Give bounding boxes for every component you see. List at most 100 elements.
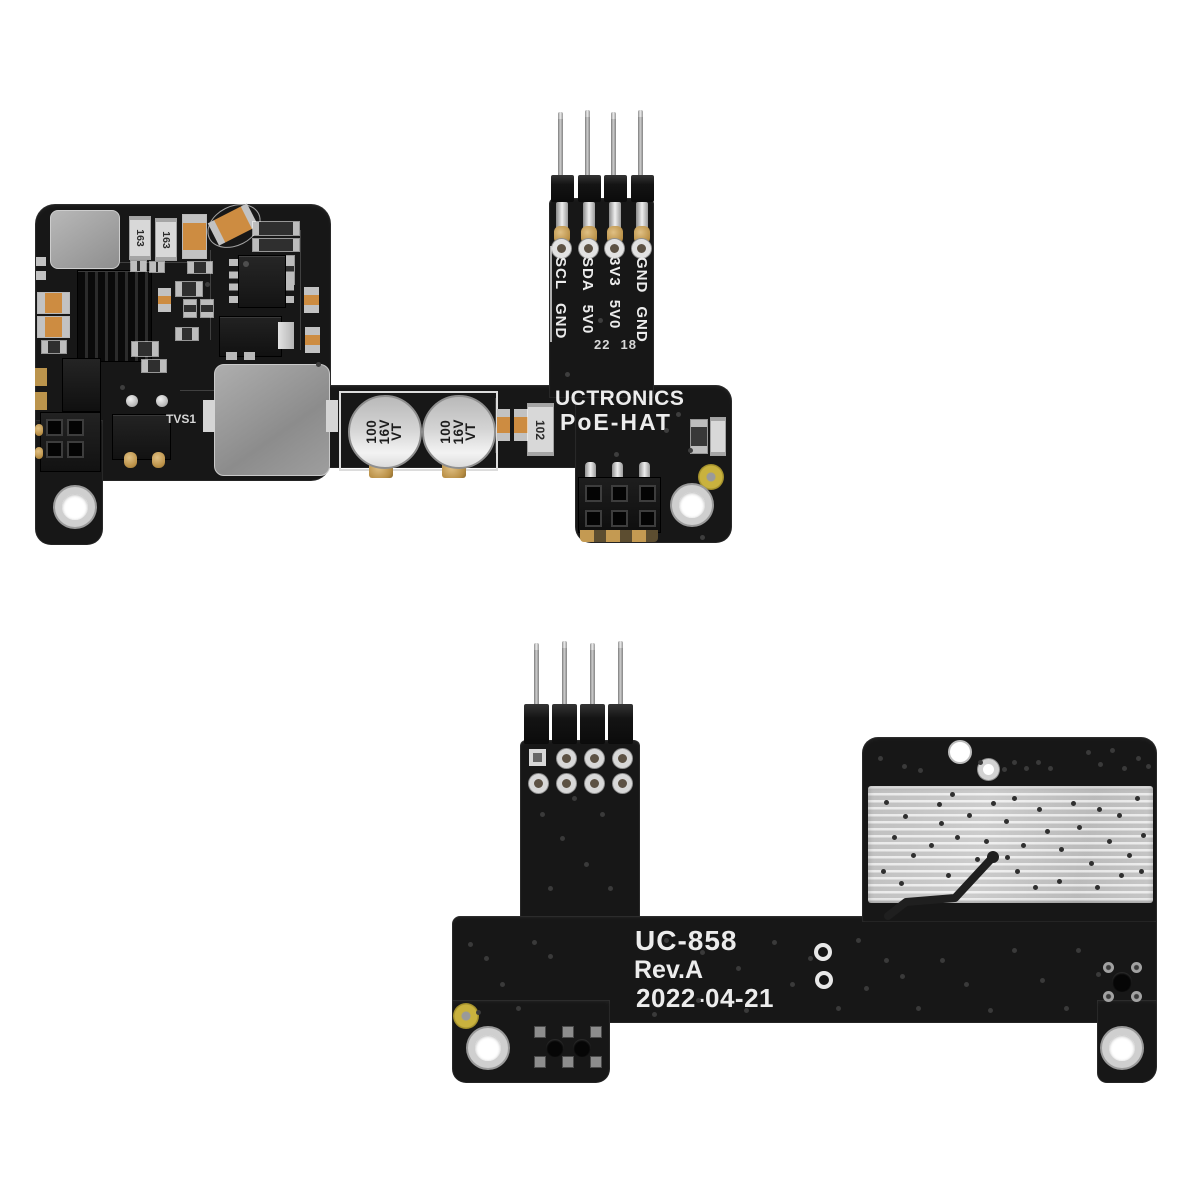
through-hole-pad bbox=[632, 239, 651, 258]
thermal-pad-area bbox=[868, 786, 1153, 903]
header-pin bbox=[534, 643, 539, 707]
pin-header-base bbox=[608, 704, 633, 744]
ic-legs-right bbox=[283, 259, 294, 307]
silkscreen-date: 2022-04-21 bbox=[636, 983, 774, 1013]
inductor-small bbox=[50, 210, 120, 269]
plated-hole bbox=[978, 759, 999, 780]
solder-pad bbox=[613, 774, 632, 793]
component-hole bbox=[546, 1039, 564, 1057]
pad-square bbox=[562, 1026, 574, 1038]
header-pin bbox=[562, 641, 567, 707]
smd-part bbox=[188, 262, 212, 273]
pin-header-base bbox=[580, 704, 605, 744]
header-hole bbox=[611, 485, 628, 502]
silkscreen-model: UC-858 bbox=[635, 925, 738, 956]
solder-pad bbox=[585, 749, 604, 768]
header-pin bbox=[611, 112, 616, 178]
via-ring bbox=[815, 971, 833, 989]
smd-capacitor bbox=[305, 327, 320, 353]
pad-square bbox=[562, 1056, 574, 1068]
tvs-leg bbox=[124, 452, 137, 468]
header-pin-shaft bbox=[556, 202, 568, 230]
solder-pad bbox=[557, 774, 576, 793]
header-pin bbox=[618, 641, 623, 707]
ic-legs-left bbox=[229, 259, 240, 307]
inductor-terminal bbox=[203, 400, 215, 432]
via-dots-black bbox=[0, 0, 5, 5]
mounting-hole bbox=[55, 487, 95, 527]
edge-pad-gold bbox=[35, 392, 47, 410]
silkscreen-brand: UCTRONICS bbox=[555, 387, 685, 410]
component-hole bbox=[573, 1039, 591, 1057]
smd-capacitor bbox=[38, 293, 69, 313]
edge-pad bbox=[36, 257, 46, 266]
silkscreen-product: PoE-HAT bbox=[560, 409, 672, 435]
header-hole bbox=[585, 485, 602, 502]
pad-dot bbox=[1103, 991, 1114, 1002]
date-code-week: 18 bbox=[620, 337, 637, 352]
pin-round bbox=[156, 395, 168, 407]
ic-pin1-dot bbox=[243, 261, 249, 267]
pad-dot bbox=[1131, 991, 1142, 1002]
pcb-trace bbox=[120, 262, 210, 263]
smd-part bbox=[131, 261, 146, 271]
pad-square bbox=[590, 1026, 602, 1038]
tvs-label: TVS1 bbox=[166, 412, 197, 426]
pin-label-column: SCLGND bbox=[552, 257, 569, 339]
fiducial bbox=[453, 1003, 479, 1029]
through-hole-pad bbox=[579, 239, 598, 258]
pin-top bbox=[612, 462, 623, 479]
pin-header-base bbox=[604, 175, 627, 202]
header-hole bbox=[585, 510, 602, 527]
smd-resistor-102: 102 bbox=[528, 404, 553, 455]
edge-pad-gold bbox=[35, 368, 47, 386]
dpak-tab bbox=[278, 322, 294, 349]
smd-part bbox=[150, 262, 164, 272]
pin-top bbox=[585, 462, 596, 479]
diode-dpak bbox=[219, 316, 282, 357]
date-code-year: 22 bbox=[594, 337, 611, 352]
dpak-leg bbox=[244, 352, 255, 360]
pin-label-signal: SDA bbox=[579, 257, 596, 292]
edge-pad bbox=[36, 271, 46, 280]
capacitor-label: 100 16V VT bbox=[438, 419, 479, 445]
pad-dot bbox=[1131, 962, 1142, 973]
header-hole bbox=[639, 485, 656, 502]
pad-square bbox=[534, 1026, 546, 1038]
pcb-trace bbox=[300, 230, 301, 350]
mounting-hole bbox=[672, 485, 712, 525]
pin-header-base bbox=[552, 704, 577, 744]
header-pin bbox=[585, 110, 590, 178]
capacitor-label-line: VT bbox=[389, 422, 405, 442]
pin-label-signal: 3V3 bbox=[606, 257, 623, 287]
mounting-hole bbox=[468, 1028, 508, 1068]
pcb-back-header-tab bbox=[520, 740, 640, 920]
smd-part bbox=[184, 300, 196, 317]
mounting-hole bbox=[1102, 1028, 1142, 1068]
through-hole-pad bbox=[552, 239, 571, 258]
solder-pad bbox=[613, 749, 632, 768]
header-pin-shaft bbox=[636, 202, 648, 230]
silkscreen-line bbox=[550, 246, 552, 342]
capacitor-label-line: VT bbox=[463, 422, 479, 442]
smd-resistor-163: 163 bbox=[156, 219, 176, 260]
jumper-block bbox=[62, 358, 101, 412]
socket-hole bbox=[67, 419, 84, 436]
pin-label-column: SDA5V0 bbox=[579, 257, 596, 334]
header-hole bbox=[611, 510, 628, 527]
pin-label-column: 3V35V0 bbox=[606, 257, 623, 329]
unplated-hole bbox=[948, 740, 972, 764]
capacitor-label: 100 16V VT bbox=[364, 419, 405, 445]
solder-pad bbox=[529, 774, 548, 793]
solder-pad-square bbox=[529, 749, 546, 766]
pin-header-base bbox=[551, 175, 574, 202]
inductor-terminal bbox=[326, 400, 338, 432]
trace-squiggle bbox=[884, 851, 999, 920]
solder-pad bbox=[35, 424, 43, 436]
resistor-label: 163 bbox=[134, 229, 146, 247]
smd-resistor bbox=[253, 222, 299, 235]
via-ring bbox=[814, 943, 832, 961]
tvs-leg bbox=[152, 452, 165, 468]
pin-label-signal: SCL bbox=[552, 257, 569, 290]
